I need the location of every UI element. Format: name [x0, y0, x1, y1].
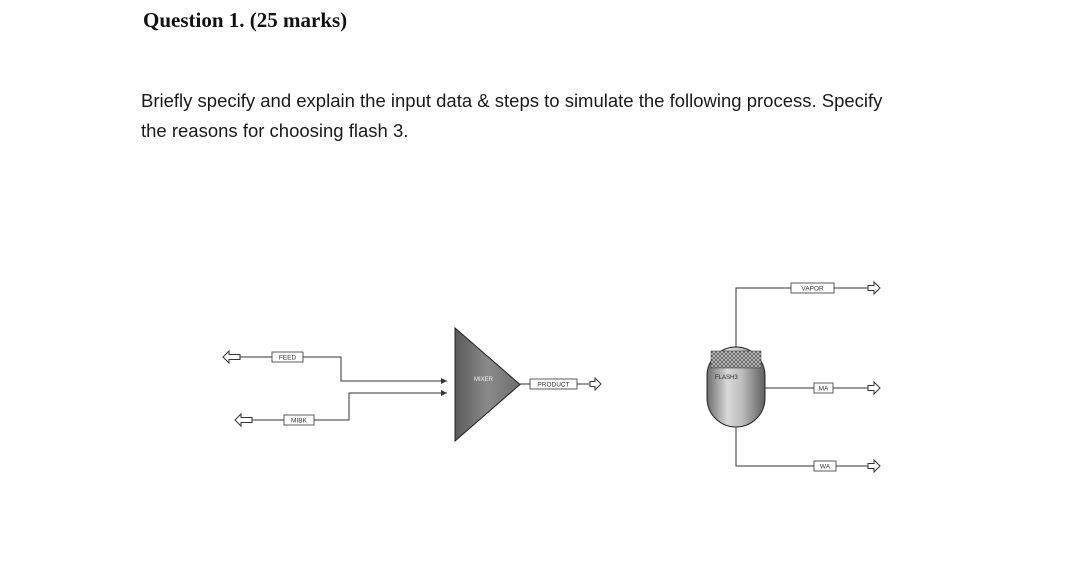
flash3-vessel: [706, 346, 766, 428]
product-stream-label: PRODUCT: [537, 382, 569, 389]
feed-inlet-arrow-icon: [222, 349, 241, 365]
mixer-label: MIXER: [474, 377, 494, 383]
question-text-line-1: Briefly specify and explain the input da…: [141, 90, 883, 111]
question-text-line-2: the reasons for choosing flash 3.: [141, 120, 409, 141]
ma-stream-label: MA: [819, 386, 829, 393]
mibk-stream-label: MIBK: [291, 418, 308, 425]
ma-outlet-arrow-icon: [867, 380, 881, 396]
wa-stream-label: WA: [820, 464, 831, 471]
flash3-label: FLASH3: [715, 375, 738, 381]
mibk-inlet-arrow-icon: [234, 412, 253, 428]
product-outlet-arrow-icon: [589, 376, 602, 392]
question-text: Briefly specify and explain the input da…: [141, 86, 991, 146]
wa-outlet-arrow-icon: [867, 458, 881, 474]
question-heading: Question 1. (25 marks): [143, 8, 348, 32]
feed-stream-label: FEED: [279, 355, 297, 362]
vapor-stream-label: VAPOR: [801, 286, 824, 293]
mixer-block: [454, 326, 521, 443]
vapor-outlet-arrow-icon: [867, 280, 881, 296]
